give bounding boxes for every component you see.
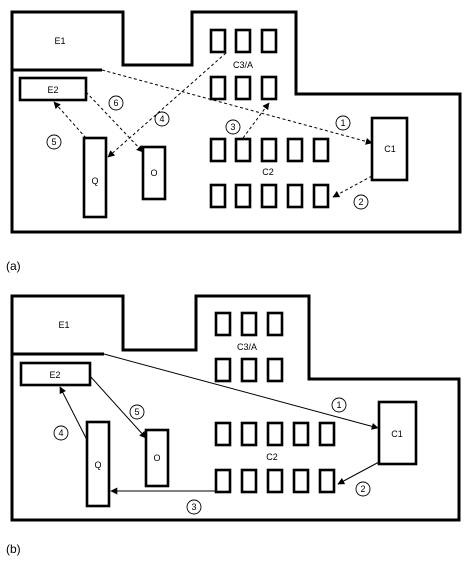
caption-b: (b) xyxy=(6,542,21,556)
c3a-cell xyxy=(266,357,284,383)
c2-cell xyxy=(312,137,330,163)
step-badge xyxy=(355,481,371,497)
step-number: 1 xyxy=(336,400,341,410)
label-c1: C1 xyxy=(384,144,396,154)
c3a-cell xyxy=(240,311,258,337)
c2-cell xyxy=(260,183,278,209)
c2-cell xyxy=(286,137,304,163)
station-o xyxy=(141,145,167,201)
label-c3a: C3/A xyxy=(233,60,253,70)
c3a-cell xyxy=(209,75,227,101)
c3a-cell xyxy=(234,75,252,101)
step-number: 4 xyxy=(159,114,164,124)
step-number: 2 xyxy=(360,484,365,494)
label-c3a: C3/A xyxy=(237,342,257,352)
step-badge xyxy=(335,115,351,131)
c2-cell xyxy=(292,468,310,494)
caption-a: (a) xyxy=(6,259,21,273)
c2-cell xyxy=(209,183,227,209)
flow-arrow-1 xyxy=(101,69,373,145)
label-e1: E1 xyxy=(58,320,69,330)
c2-cell xyxy=(318,421,336,447)
c2-cell xyxy=(266,468,284,494)
c2-cell xyxy=(214,421,232,447)
c3a-cell xyxy=(260,28,278,54)
step-number: 5 xyxy=(51,137,56,147)
c2-cell xyxy=(286,183,304,209)
c2-cell xyxy=(292,421,310,447)
c2-cell xyxy=(318,468,336,494)
station-q xyxy=(82,136,108,219)
step-badge xyxy=(53,425,69,441)
label-e2: E2 xyxy=(49,370,60,380)
c2-cell xyxy=(209,137,227,163)
step-number: 5 xyxy=(134,407,139,417)
c3a-cell xyxy=(234,28,252,54)
c3a-cell xyxy=(260,75,278,101)
label-q: Q xyxy=(94,460,101,470)
c3a-cell xyxy=(240,357,258,383)
c3a-cell xyxy=(209,28,227,54)
floor-outline xyxy=(10,10,462,234)
label-q: Q xyxy=(91,176,98,186)
label-e2: E2 xyxy=(47,85,58,95)
c3a-cell xyxy=(266,311,284,337)
label-c2: C2 xyxy=(262,167,274,177)
label-o: O xyxy=(153,453,160,463)
c2-cell xyxy=(260,137,278,163)
floor-outline xyxy=(10,294,461,522)
step-number: 4 xyxy=(58,428,63,438)
c2-cell xyxy=(240,468,258,494)
label-o: O xyxy=(150,168,157,178)
station-q xyxy=(85,420,111,508)
flow-arrow-5 xyxy=(53,101,87,139)
c3a-cell xyxy=(214,357,232,383)
station-o xyxy=(144,428,170,488)
step-number: 6 xyxy=(113,98,118,108)
flow-arrow-2 xyxy=(332,175,373,198)
c2-cell xyxy=(234,183,252,209)
flow-arrow-1 xyxy=(103,353,379,430)
flow-arrow-3 xyxy=(242,102,270,139)
station-c1 xyxy=(377,400,418,466)
c2-cell xyxy=(214,468,232,494)
step-badge xyxy=(353,194,369,210)
panel-b: E1 E2 Q O C1 C3/A C2 xyxy=(6,294,461,556)
flow-arrow-6 xyxy=(85,91,144,153)
step-badge xyxy=(186,499,202,515)
flow-arrow-4 xyxy=(59,386,88,441)
station-e2 xyxy=(19,361,92,387)
c2-cell xyxy=(312,183,330,209)
step-badge xyxy=(225,119,241,135)
step-badge xyxy=(46,134,62,150)
step-badge xyxy=(108,95,124,111)
panel-a: E1 E2 Q O C1 C3/A C2 xyxy=(6,10,462,273)
label-c1: C1 xyxy=(391,429,403,439)
step-badge xyxy=(154,111,170,127)
flow-arrow-5 xyxy=(89,375,147,439)
c2-cell xyxy=(234,137,252,163)
flow-arrow-4 xyxy=(107,52,227,158)
flow-arrow-2 xyxy=(337,461,380,485)
c2-cell xyxy=(240,421,258,447)
c3a-cell xyxy=(214,311,232,337)
step-number: 1 xyxy=(340,118,345,128)
station-e2 xyxy=(18,76,88,102)
step-number: 3 xyxy=(230,122,235,132)
step-number: 3 xyxy=(191,502,196,512)
c2-cell xyxy=(266,421,284,447)
step-badge xyxy=(129,404,145,420)
label-e1: E1 xyxy=(54,36,65,46)
step-number: 2 xyxy=(358,197,363,207)
label-c2: C2 xyxy=(266,452,278,462)
step-badge xyxy=(331,397,347,413)
station-c1 xyxy=(370,116,409,182)
